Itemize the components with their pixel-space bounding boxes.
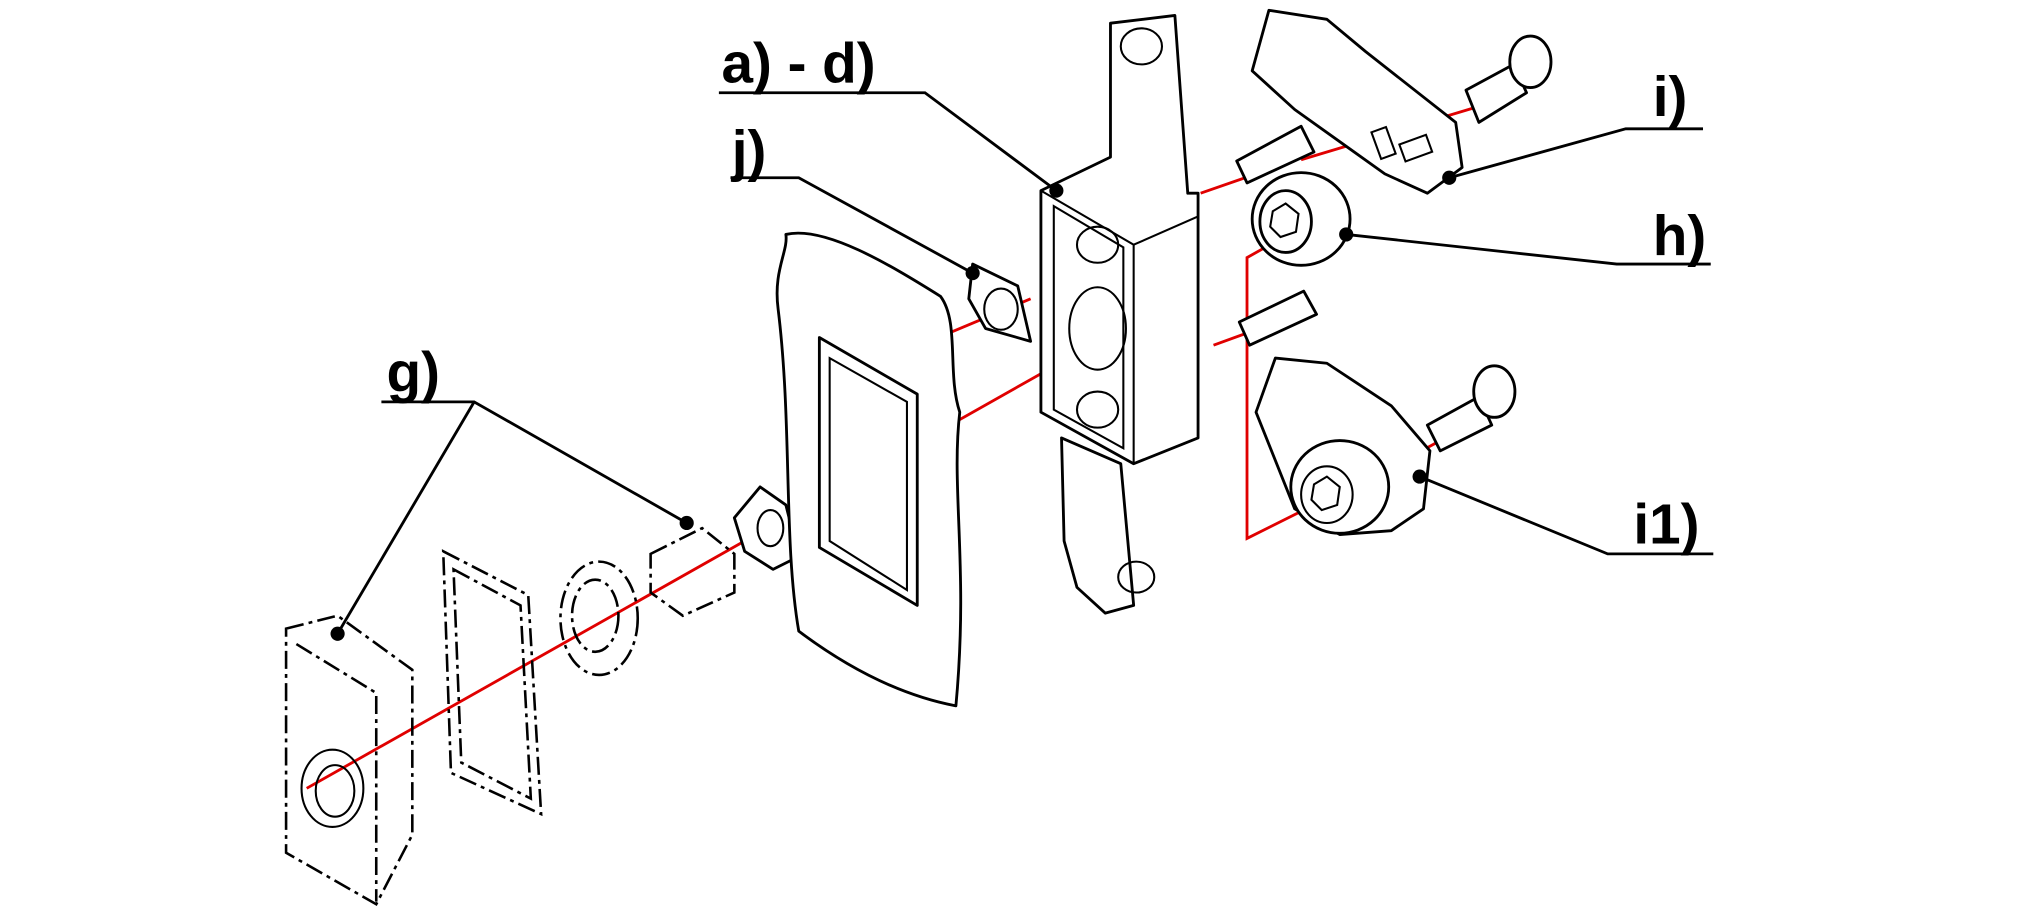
leader-housing <box>718 91 1058 192</box>
label-housing: a) - d) <box>721 32 875 95</box>
label-cam-i: i) <box>1653 66 1688 129</box>
leader-insert-a <box>381 400 688 525</box>
label-gasket: j) <box>731 120 767 183</box>
door-panel-part <box>775 231 963 708</box>
leader-dot-spacer <box>1339 227 1354 242</box>
cam-i1-part <box>1254 356 1517 536</box>
leader-dot-cam-i1 <box>1412 469 1427 484</box>
gasket-part <box>967 262 1033 343</box>
label-spacer: h) <box>1653 205 1706 268</box>
leader-insert-b <box>336 401 476 635</box>
label-cam-i1: i1) <box>1633 494 1699 557</box>
leader-dot-gasket <box>965 265 980 281</box>
housing-part <box>1039 14 1200 615</box>
leader-cam-i <box>1448 127 1704 180</box>
leader-dot-insert-b <box>330 626 345 641</box>
cam-i-part <box>1235 8 1553 195</box>
front-insert-part <box>284 485 801 907</box>
leader-cam-i1 <box>1419 475 1714 556</box>
leader-dot-housing <box>1049 183 1064 198</box>
leader-dot-cam-i <box>1442 170 1457 185</box>
label-insert: g) <box>387 342 440 405</box>
leader-gasket <box>730 176 974 275</box>
leader-dot-insert-a <box>679 515 694 531</box>
spacer-part <box>1237 171 1352 347</box>
leader-lines <box>330 91 1714 641</box>
leader-spacer <box>1346 233 1711 266</box>
main-axis-line <box>305 325 1125 790</box>
